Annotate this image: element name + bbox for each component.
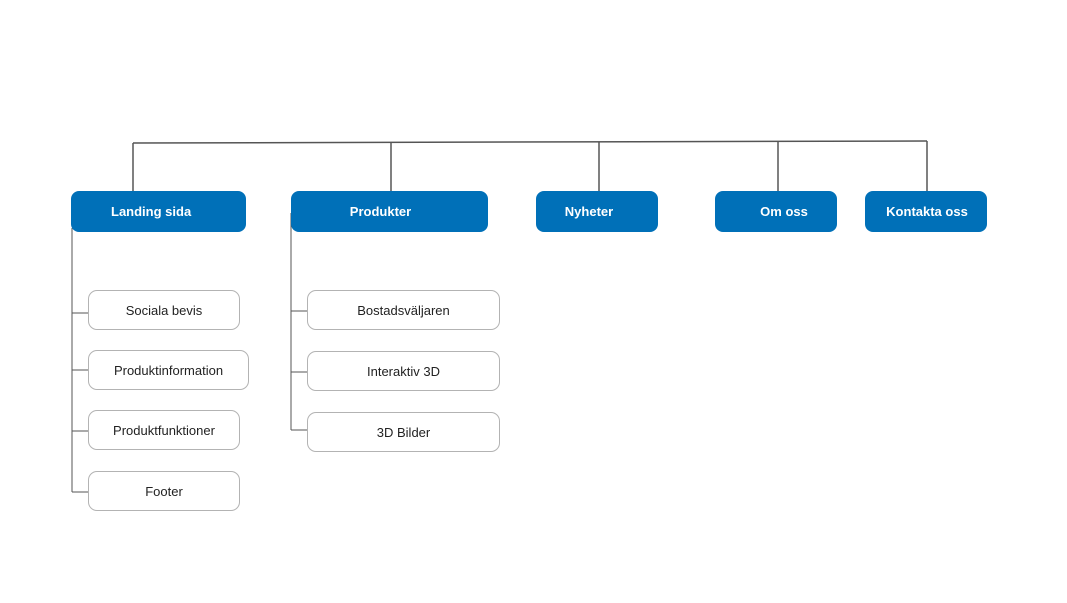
section-node-label: Bostadsväljaren xyxy=(357,302,450,318)
tree-line-produkter xyxy=(290,213,307,431)
section-node-label: Interaktiv 3D xyxy=(367,363,440,379)
top-bus-line xyxy=(132,140,928,144)
section-node-produktinformation[interactable]: Produktinformation xyxy=(88,350,249,390)
page-node-label: Produkter xyxy=(349,204,412,219)
section-node-footer[interactable]: Footer xyxy=(88,471,240,511)
section-node-label: Produktfunktioner xyxy=(113,422,215,438)
page-node-label: Nyheter xyxy=(564,204,614,219)
section-node-label: Sociala bevis xyxy=(125,302,203,318)
page-node-label: Landing sida xyxy=(111,204,192,219)
section-node-sociala-bevis[interactable]: Sociala bevis xyxy=(88,290,240,330)
section-node-3d-bilder[interactable]: 3D Bilder xyxy=(307,412,500,452)
page-node-landing-sida[interactable]: Landing sida xyxy=(71,191,246,232)
section-node-label: Produktinformation xyxy=(113,362,224,378)
section-node-bostadsvaljaren[interactable]: Bostadsväljaren xyxy=(307,290,500,330)
section-node-interaktiv-3d[interactable]: Interaktiv 3D xyxy=(307,351,500,391)
page-node-produkter[interactable]: Produkter xyxy=(291,191,488,232)
section-node-label: 3D Bilder xyxy=(376,424,431,440)
page-node-kontakta-oss[interactable]: Kontakta oss xyxy=(865,191,987,232)
tree-line-landing-sida xyxy=(71,228,88,493)
page-node-label: Om oss xyxy=(760,204,808,219)
page-node-om-oss[interactable]: Om oss xyxy=(715,191,837,232)
page-node-nyheter[interactable]: Nyheter xyxy=(536,191,658,232)
page-node-label: Kontakta oss xyxy=(886,204,968,219)
section-node-label: Footer xyxy=(145,483,183,499)
section-node-produktfunktioner[interactable]: Produktfunktioner xyxy=(88,410,240,450)
